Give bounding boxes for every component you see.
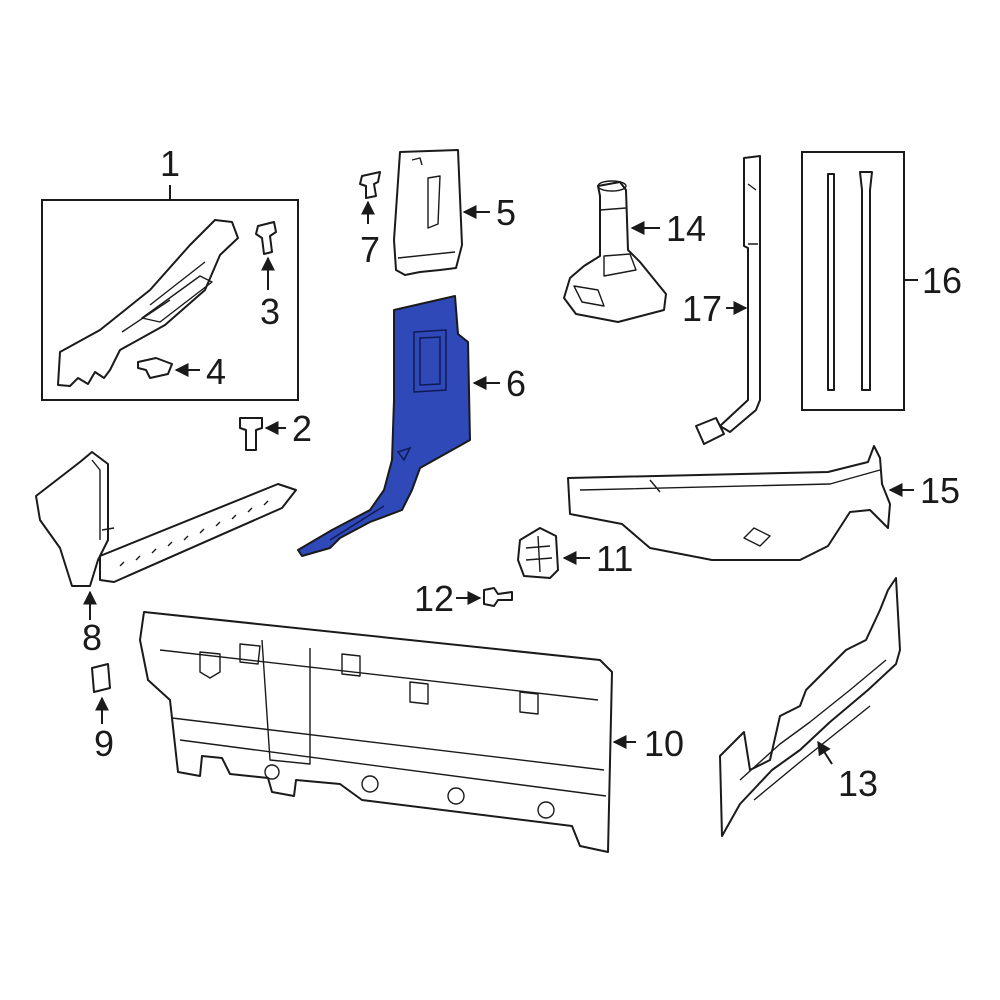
part-9-clip[interactable] [91, 663, 111, 724]
callout-1: 1 [160, 143, 180, 184]
rear-panel-hole-2 [361, 775, 379, 793]
sill-plate-holes [119, 500, 269, 567]
part-16-group-box [801, 151, 905, 411]
kick-panel-shape [35, 451, 109, 587]
extension-rod-2 [859, 171, 873, 391]
part-13-silencer[interactable] [719, 577, 901, 837]
rear-panel-hole-3 [447, 787, 465, 805]
part-7-clip[interactable] [359, 171, 381, 224]
upper-trim-contour [397, 157, 456, 259]
callout-4: 4 [206, 351, 226, 392]
callout-6: 6 [506, 363, 526, 404]
clip-3-shape [255, 221, 277, 255]
bracket-11-shape [517, 527, 559, 579]
lower-trim-panel-outer [413, 329, 447, 393]
part-11-bracket[interactable] [517, 527, 590, 579]
a-pillar-trim [57, 219, 239, 387]
rear-panel-hole-1 [264, 764, 280, 780]
part-14-jack[interactable] [563, 180, 667, 323]
sill-plate-shape [99, 483, 297, 583]
part-13-leader [817, 740, 833, 765]
callout-9: 9 [94, 723, 114, 764]
wrench-handle [719, 155, 761, 433]
clip-4-shape [137, 357, 173, 379]
part-8-sill-plate[interactable] [35, 451, 297, 620]
part-1-group[interactable] [41, 185, 299, 401]
extension-rod-1 [827, 173, 835, 391]
callout-7: 7 [360, 229, 380, 270]
callout-13: 13 [838, 763, 878, 804]
a-pillar-grab-recess [141, 275, 213, 323]
part-17-lug-wrench[interactable] [695, 155, 761, 445]
bolt-2-shape [239, 417, 263, 451]
wrench-socket [695, 417, 725, 445]
callout-15: 15 [920, 470, 960, 511]
jack-details [573, 207, 637, 307]
rear-panel-clip-towers [199, 643, 539, 715]
clip-9-shape [91, 663, 111, 693]
jack-shape [563, 181, 667, 323]
callout-5: 5 [496, 192, 516, 233]
part-6-lower-pillar-trim[interactable] [297, 295, 500, 557]
callout-12: 12 [414, 578, 454, 619]
kick-panel-contour [91, 459, 115, 540]
part-5-upper-pillar-trim[interactable] [393, 149, 490, 276]
callout-14: 14 [666, 208, 706, 249]
rear-panel-shape [139, 611, 613, 853]
part-4-clip[interactable] [137, 357, 200, 379]
part-3-clip[interactable] [255, 221, 277, 290]
rear-panel-ribs [159, 649, 607, 797]
clip-7-shape [359, 171, 381, 199]
cover-diamond [743, 527, 771, 547]
rear-panel-channel [261, 639, 311, 765]
callout-2: 2 [292, 408, 312, 449]
part-10-rear-panel[interactable] [139, 611, 636, 853]
upper-trim-slot [427, 175, 441, 229]
a-pillar-contour [121, 261, 206, 333]
lower-trim-panel-inner [419, 336, 441, 386]
rear-panel-hole-4 [537, 801, 555, 819]
wrench-details [747, 183, 758, 245]
part-16-extensions[interactable] [801, 151, 918, 411]
lower-trim-contour [329, 446, 412, 541]
part-2-bolt[interactable] [239, 417, 286, 451]
cover-shape [567, 445, 891, 561]
pin-12-shape [483, 587, 513, 607]
callout-11: 11 [596, 538, 633, 579]
callout-16: 16 [922, 260, 962, 301]
jack-top [597, 180, 627, 192]
callout-17: 17 [682, 288, 722, 329]
part-15-storage-cover[interactable] [567, 445, 914, 561]
cover-contour [579, 469, 881, 493]
callout-10: 10 [644, 723, 684, 764]
part-12-push-pin[interactable] [456, 587, 513, 607]
callout-8: 8 [82, 617, 102, 658]
silencer-contour [739, 659, 887, 801]
bracket-11-ribs [525, 535, 553, 573]
lower-trim-shape [297, 295, 471, 557]
silencer-shape [719, 577, 901, 837]
callout-3: 3 [260, 291, 280, 332]
